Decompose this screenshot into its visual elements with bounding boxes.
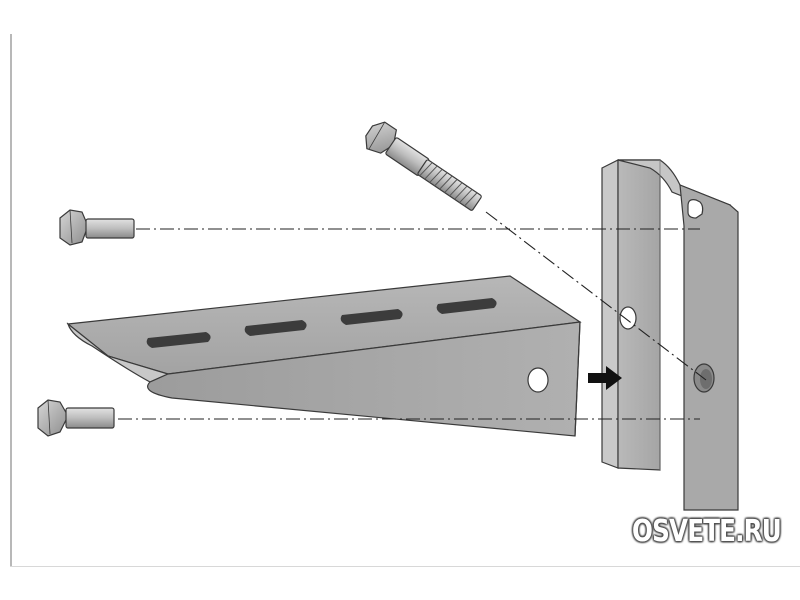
frame-bottom-border bbox=[10, 566, 800, 567]
bolt-bottom-left-shaft bbox=[65, 407, 115, 429]
bolt-angled-head bbox=[365, 121, 398, 154]
bracket bbox=[66, 275, 582, 437]
bolt-bottom-left bbox=[37, 399, 115, 437]
watermark-logo: OSVETE.RU bbox=[632, 514, 782, 549]
bolt-angled-shaft-threaded bbox=[417, 159, 482, 211]
bolt-top-left-head bbox=[59, 209, 89, 246]
wall-profile bbox=[601, 159, 739, 511]
bracket-slot-3 bbox=[340, 309, 403, 325]
wall-profile-web-hole bbox=[619, 306, 637, 330]
wall-profile-slot bbox=[687, 199, 704, 219]
bolt-bottom-left-head bbox=[37, 399, 69, 437]
bolt-angled bbox=[365, 121, 482, 211]
bracket-slot-1 bbox=[146, 332, 211, 348]
bolt-top-left-shaft bbox=[85, 218, 135, 239]
bolt-top-left bbox=[59, 209, 135, 246]
wall-profile-back-flange bbox=[601, 159, 619, 469]
alignment-line-angled bbox=[485, 211, 707, 381]
bracket-slot-4 bbox=[436, 298, 497, 314]
alignment-lines bbox=[118, 211, 707, 420]
wall-profile-front-flange bbox=[679, 184, 739, 511]
direction-arrow bbox=[588, 366, 622, 390]
bracket-slot-2 bbox=[244, 320, 307, 336]
bracket-side-hole bbox=[527, 367, 549, 393]
frame-left-border bbox=[10, 34, 12, 566]
